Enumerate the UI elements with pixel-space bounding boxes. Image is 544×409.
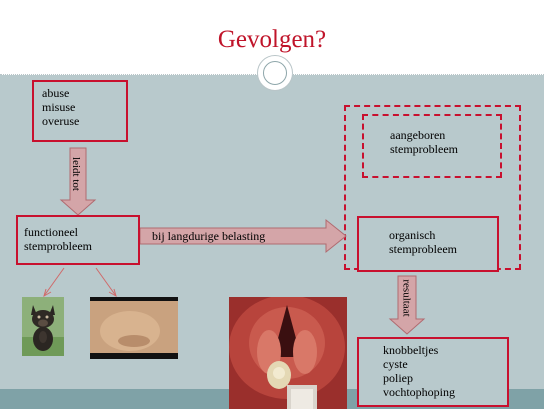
congenital-line: stemprobleem (390, 142, 500, 156)
result-item: cyste (383, 357, 507, 371)
organic-line: organisch (389, 228, 497, 242)
congenital-problem-box: aangeboren stemprobleem (362, 114, 502, 178)
neck-photo (90, 297, 178, 359)
connector-line-right (96, 268, 116, 296)
cause-item: abuse (42, 86, 126, 100)
result-item: knobbeltjes (383, 343, 507, 357)
connector-arrowhead-left (44, 289, 51, 296)
functional-line: stemprobleem (24, 239, 138, 253)
result-item: vochtophoping (383, 385, 507, 399)
larynx-illustration (229, 297, 347, 409)
organic-problem-box: organisch stemprobleem (357, 216, 499, 272)
dog-photo (22, 297, 64, 356)
results-box: knobbeltjes cyste poliep vochtophoping (357, 337, 509, 407)
neck-illustration (90, 297, 178, 359)
result-item: poliep (383, 371, 507, 385)
leads-to-label-wrap: leidt tot (66, 148, 86, 200)
congenital-line: aangeboren (390, 128, 500, 142)
dog-illustration (22, 297, 64, 356)
cause-item: overuse (42, 114, 126, 128)
connector-arrowhead-right (109, 289, 116, 296)
connector-line-left (44, 268, 64, 296)
leads-to-label: leidt tot (70, 157, 82, 191)
long-load-label: bij langdurige belasting (152, 229, 265, 244)
larynx-photo (229, 297, 347, 409)
organic-line: stemprobleem (389, 242, 497, 256)
functional-problem-box: functioneel stemprobleem (16, 215, 140, 265)
result-label: resultaat (401, 279, 413, 316)
result-label-wrap: resultaat (397, 276, 417, 320)
causes-box: abuse misuse overuse (32, 80, 128, 142)
functional-line: functioneel (24, 225, 138, 239)
cause-item: misuse (42, 100, 126, 114)
